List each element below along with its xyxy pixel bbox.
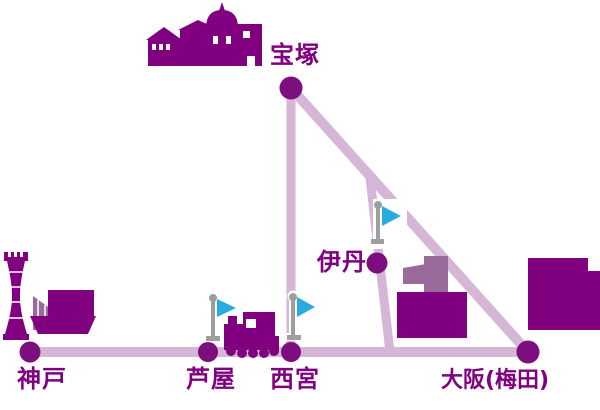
station-label-nishinomiya: 西宮 <box>270 365 320 393</box>
station-node-itami <box>366 252 388 274</box>
station-node-nishinomiya <box>281 342 301 362</box>
checkpoint-flag-icon-itami <box>371 199 407 249</box>
station-nodes <box>19 76 540 364</box>
station-node-takarazuka <box>279 76 303 100</box>
factory-building-icon <box>397 256 467 338</box>
takarazuka-theater-icon <box>146 2 262 66</box>
station-label-osaka-umeda: 大阪(梅田) <box>441 368 550 393</box>
checkpoint-flag-icon-ashiya <box>206 294 236 341</box>
checkpoint-flag-icon-nishinomiya <box>285 290 318 341</box>
station-node-kobe <box>19 341 41 363</box>
ship-icon <box>30 290 96 334</box>
station-label-kobe: 神戸 <box>17 365 67 393</box>
station-label-ashiya: 芦屋 <box>186 365 236 393</box>
takarazuka-line <box>287 84 532 356</box>
station-node-ashiya <box>198 342 218 362</box>
station-node-osaka-umeda <box>516 340 540 364</box>
station-label-itami: 伊丹 <box>317 248 367 276</box>
steam-train-icon <box>224 312 279 358</box>
kobe-port-tower-icon <box>3 252 29 340</box>
city-building-icon <box>528 258 600 330</box>
station-label-takarazuka: 宝塚 <box>270 41 320 69</box>
